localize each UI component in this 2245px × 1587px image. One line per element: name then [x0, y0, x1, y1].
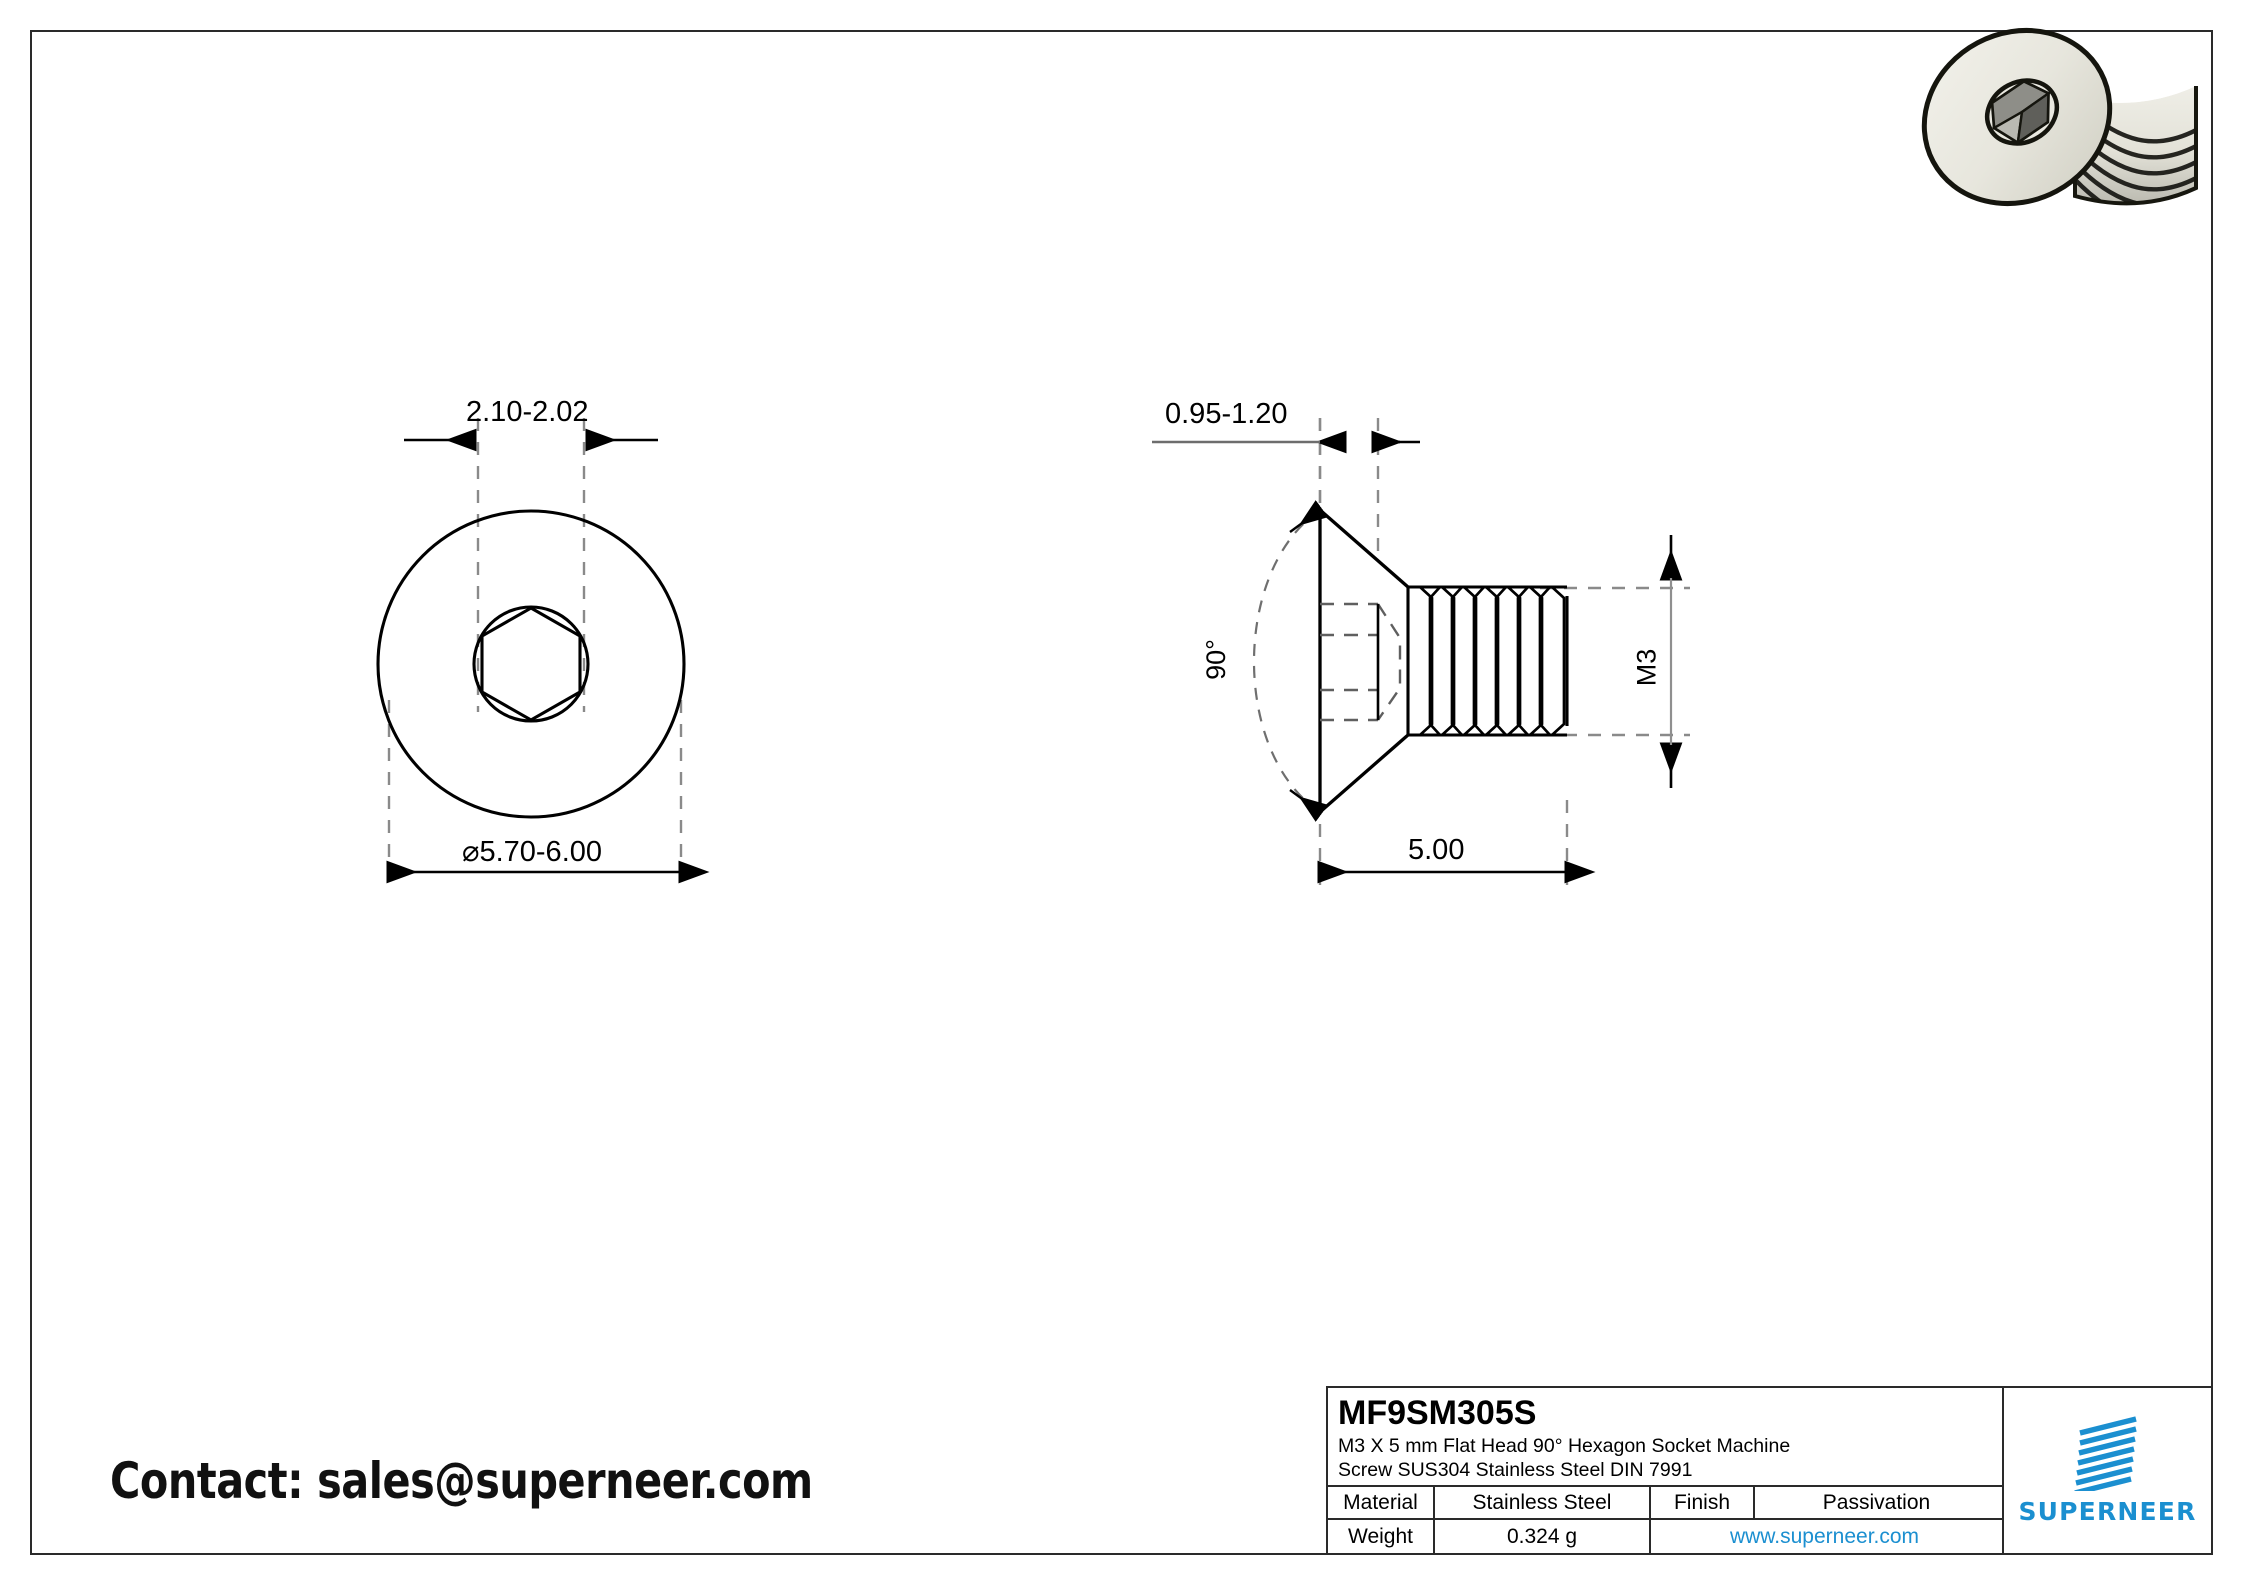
sheet-border-frame [30, 30, 2213, 1555]
material-value: Stainless Steel [1435, 1487, 1651, 1518]
dim-label-overall-length: 5.00 [1408, 834, 1465, 866]
company-logo-cell: SUPERNEER [2004, 1388, 2211, 1553]
superneer-stripes-logo [2073, 1416, 2137, 1491]
website-link[interactable]: www.superneer.com [1729, 1524, 1920, 1548]
dim-label-head-diameter: ⌀5.70-6.00 [462, 836, 603, 868]
finish-value: Passivation [1822, 1490, 1931, 1514]
title-block-row-material: Material Stainless Steel Finish Passivat… [1328, 1487, 2002, 1520]
title-block-info: MF9SM305S M3 X 5 mm Flat Head 90° Hexago… [1328, 1388, 2004, 1553]
dim-label-head-angle: 90° [1200, 639, 1231, 680]
company-wordmark: SUPERNEER [2018, 1497, 2197, 1526]
weight-value: 0.324 g [1435, 1520, 1651, 1553]
part-description-line-2: Screw SUS304 Stainless Steel DIN 7991 [1338, 1459, 1693, 1481]
weight-label: Weight [1328, 1520, 1435, 1553]
title-block: MF9SM305S M3 X 5 mm Flat Head 90° Hexago… [1326, 1386, 2213, 1555]
title-block-description-area: MF9SM305S M3 X 5 mm Flat Head 90° Hexago… [1328, 1388, 2002, 1487]
dim-label-socket-width: 2.10-2.02 [466, 396, 589, 428]
finish-label: Finish [1651, 1487, 1755, 1518]
material-label: Material [1328, 1487, 1435, 1518]
dim-label-head-height: 0.95-1.20 [1165, 398, 1288, 430]
dim-label-thread-size: M3 [1631, 648, 1662, 687]
title-block-row-weight: Weight 0.324 g www.superneer.com [1328, 1520, 2002, 1553]
website-cell[interactable]: www.superneer.com [1651, 1520, 1998, 1553]
contact-email-text: Contact: sales@superneer.com [110, 1452, 813, 1510]
part-description-line-1: M3 X 5 mm Flat Head 90° Hexagon Socket M… [1338, 1435, 1791, 1457]
part-number: MF9SM305S [1338, 1394, 1537, 1432]
